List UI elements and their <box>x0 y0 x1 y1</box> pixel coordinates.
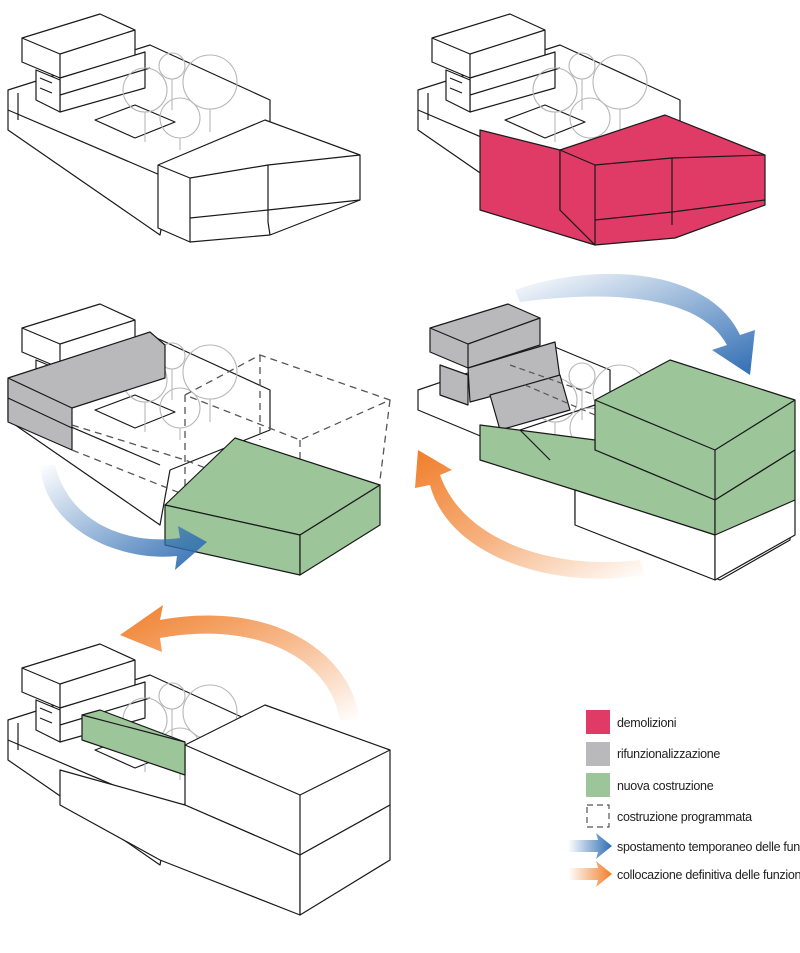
legend-swatch-refunction <box>586 742 610 766</box>
legend-label-new-construction: nuova costruzione <box>617 779 714 793</box>
temporary-move-arrow <box>40 465 207 570</box>
legend: demolizioni rifunzionalizzazione nuova c… <box>568 710 800 887</box>
final-move-arrow <box>415 450 645 579</box>
phase-2-panel <box>415 273 796 581</box>
legend-blue-arrow-icon <box>568 833 612 859</box>
phase-3-panel <box>7 605 391 916</box>
legend-label-refunction: rifunzionalizzazione <box>617 747 720 761</box>
final-move-arrow-2 <box>120 605 360 720</box>
legend-swatch-new-construction <box>586 773 610 797</box>
demolition-panel <box>417 13 766 246</box>
legend-swatch-demolition <box>586 710 610 734</box>
phase-1-panel <box>7 303 391 576</box>
temporary-move-arrow-2 <box>515 273 755 375</box>
legend-label-planned: costruzione programmata <box>617 810 752 824</box>
refunction-upper <box>429 303 541 369</box>
legend-label-demolition: demolizioni <box>617 716 676 730</box>
legend-label-final: collocazione definitiva delle funzioni <box>617 868 800 882</box>
legend-dashed-box-icon <box>586 804 610 828</box>
refunction-volume <box>7 331 166 451</box>
existing-building-panel <box>7 13 361 243</box>
legend-label-temporary: spostamento temporaneo delle funzioni <box>617 840 800 854</box>
legend-orange-arrow-icon <box>568 861 612 887</box>
new-connector-volume <box>81 709 186 776</box>
